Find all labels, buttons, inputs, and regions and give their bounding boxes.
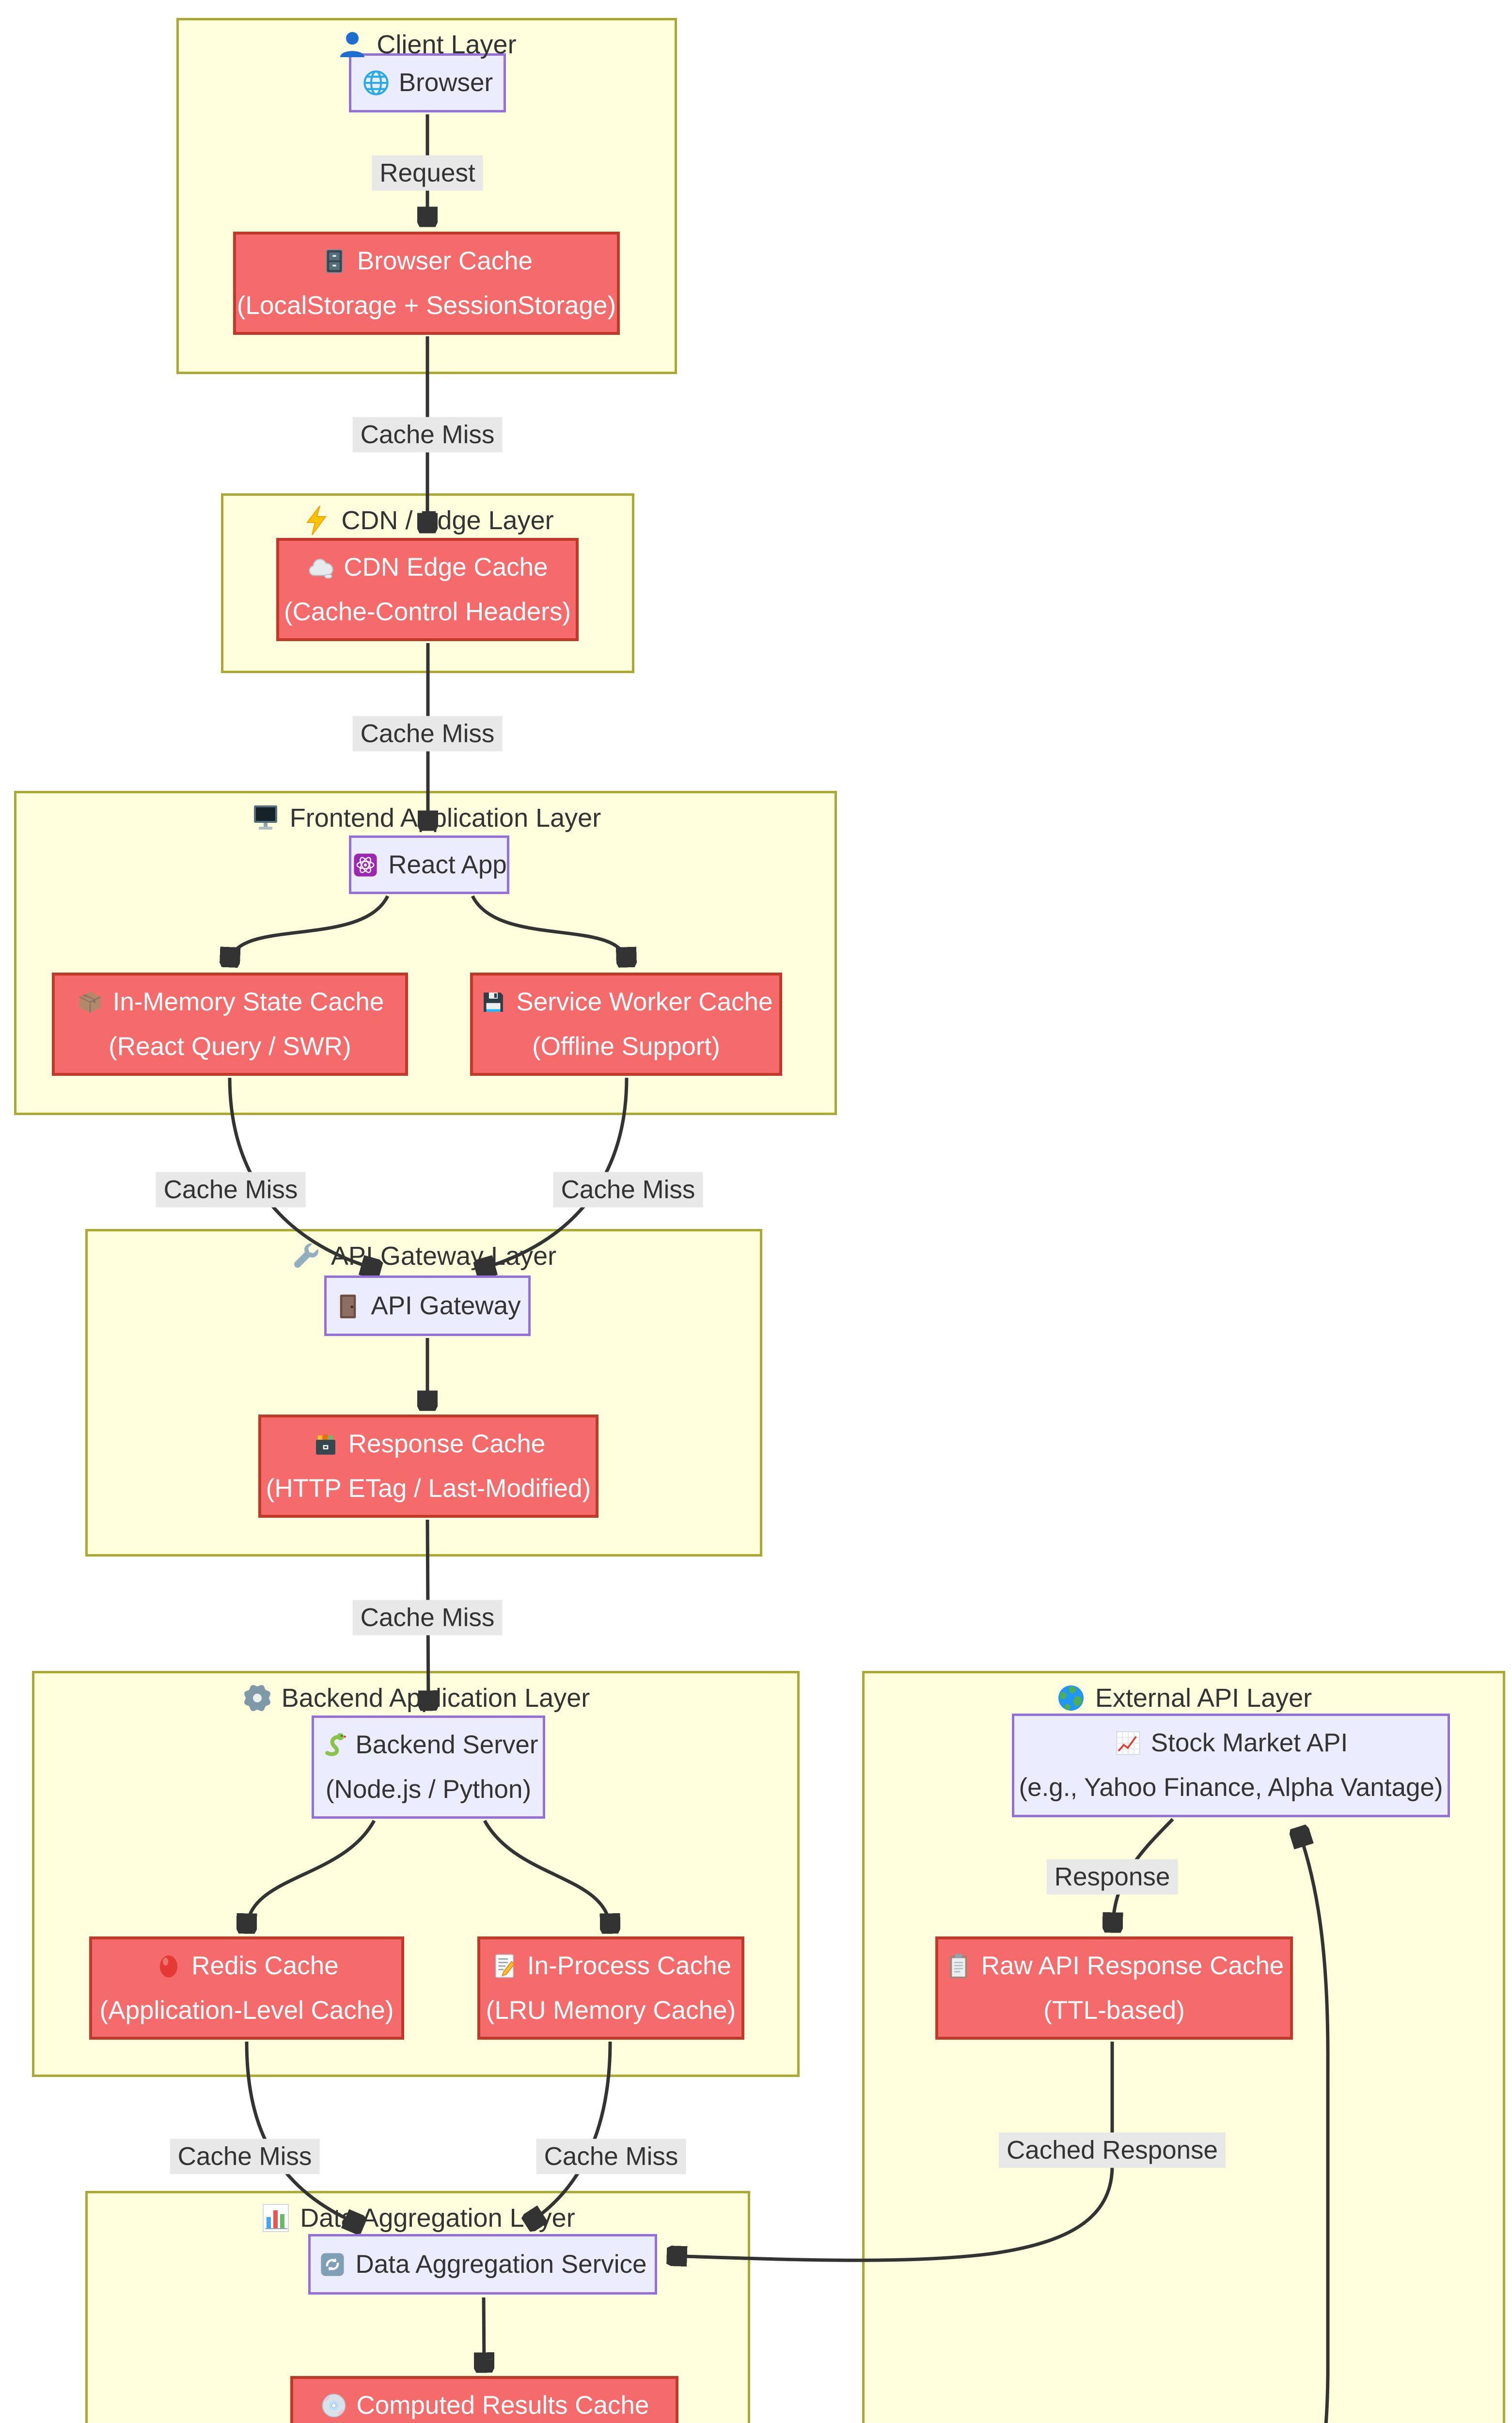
node-react-app: React App: [349, 835, 509, 894]
edge-label-cache-miss-2: Cache Miss: [352, 716, 503, 752]
edge-label-cache-miss-1: Cache Miss: [352, 417, 503, 453]
snake-icon: [318, 1731, 346, 1759]
node-service-worker-cache: Service Worker Cache (Offline Support): [470, 973, 782, 1076]
edge-react-to-service-worker: [471, 895, 627, 964]
node-label: In-Process Cache: [527, 1951, 732, 1980]
edge-backend-to-redis: [247, 1820, 376, 1931]
package-icon: [76, 988, 104, 1016]
node-browser-cache: Browser Cache (LocalStorage + SessionSto…: [233, 232, 620, 335]
node-subtitle: (Offline Support): [532, 1032, 720, 1061]
node-raw-api-response-cache: Raw API Response Cache (TTL-based): [935, 1936, 1293, 2040]
layer-title-backend: Backend Application Layer: [32, 1683, 800, 1714]
memo-icon: [490, 1952, 519, 1980]
node-cdn-edge-cache: CDN Edge Cache (Cache-Control Headers): [276, 538, 579, 641]
edge-rate-limiter-to-stock-api: [1256, 1830, 1330, 2423]
edge-in-process-to-aggregation: [528, 2041, 612, 2223]
layer-title-api-gateway: API Gateway Layer: [85, 1241, 762, 1272]
layer-title-text: External API Layer: [1095, 1684, 1312, 1713]
red-circle-icon: [155, 1952, 183, 1980]
node-label: Browser: [398, 68, 493, 97]
edge-label-cache-miss-7: Cache Miss: [536, 2139, 686, 2174]
gear-icon: [242, 1683, 273, 1714]
node-subtitle: (LocalStorage + SessionStorage): [236, 291, 616, 320]
node-stock-market-api: Stock Market API (e.g., Yahoo Finance, A…: [1012, 1714, 1450, 1817]
earth-globe-icon: [1055, 1683, 1087, 1714]
globe-icon: [362, 69, 390, 97]
node-subtitle: (Cache-Control Headers): [284, 597, 571, 626]
react-icon: [351, 851, 379, 879]
card-file-box-icon: [312, 1430, 340, 1458]
door-icon: [334, 1292, 362, 1320]
layer-title-cdn: CDN / Edge Layer: [221, 505, 634, 536]
node-label: Response Cache: [348, 1429, 546, 1458]
node-redis-cache: Redis Cache (Application-Level Cache): [89, 1936, 404, 2040]
node-label: Browser Cache: [357, 246, 533, 275]
edge-label-cache-miss-3: Cache Miss: [156, 1172, 306, 1208]
edge-label-request: Request: [372, 155, 483, 191]
layer-title-text: API Gateway Layer: [331, 1242, 557, 1271]
layer-title-client: Client Layer: [176, 29, 677, 60]
node-backend-server: Backend Server (Node.js / Python): [312, 1715, 545, 1819]
node-browser: Browser: [349, 53, 506, 112]
layer-title-data-aggregation: Data Aggregation Layer: [85, 2203, 750, 2234]
node-label: Service Worker Cache: [516, 987, 773, 1016]
node-data-aggregation-service: Data Aggregation Service: [308, 2234, 657, 2295]
edge-label-cache-miss-5: Cache Miss: [352, 1600, 503, 1636]
cloud-icon: [307, 553, 335, 582]
layer-title-text: Data Aggregation Layer: [300, 2203, 575, 2233]
node-subtitle: (React Query / SWR): [109, 1032, 351, 1061]
layer-title-text: Backend Application Layer: [281, 1684, 590, 1713]
node-label: Computed Results Cache: [356, 2391, 649, 2420]
node-label: React App: [388, 850, 507, 879]
node-response-cache: Response Cache (HTTP ETag / Last-Modifie…: [258, 1415, 598, 1518]
monitor-icon: [250, 802, 281, 834]
cd-icon: [320, 2392, 348, 2420]
layer-title-text: Client Layer: [377, 30, 517, 59]
node-in-memory-state-cache: In-Memory State Cache (React Query / SWR…: [52, 973, 408, 1076]
edge-redis-to-aggregation: [245, 2041, 361, 2225]
edge-label-cache-miss-6: Cache Miss: [170, 2139, 320, 2174]
node-subtitle: (Application-Level Cache): [99, 1996, 394, 2025]
refresh-icon: [318, 2250, 346, 2279]
node-api-gateway: API Gateway: [324, 1275, 531, 1336]
node-subtitle: (LRU Memory Cache): [486, 1996, 736, 2025]
layer-title-frontend: Frontend Application Layer: [14, 802, 837, 834]
edge-backend-to-in-process: [483, 1820, 610, 1931]
edge-label-response: Response: [1046, 1859, 1178, 1895]
file-cabinet-icon: [320, 247, 348, 275]
layer-title-text: Frontend Application Layer: [289, 803, 601, 833]
node-label: CDN Edge Cache: [344, 552, 548, 582]
edge-raw-cache-to-aggregation: [670, 2042, 1114, 2260]
floppy-disk-icon: [479, 988, 507, 1016]
node-label: In-Memory State Cache: [112, 987, 384, 1016]
node-label: Backend Server: [355, 1730, 538, 1759]
node-subtitle: (TTL-based): [1043, 1996, 1185, 2025]
lightning-icon: [301, 505, 332, 536]
edge-label-cache-miss-4: Cache Miss: [553, 1172, 703, 1208]
bar-chart-icon: [260, 2203, 291, 2234]
edge-label-cached-response: Cached Response: [998, 2132, 1226, 2168]
node-subtitle: (e.g., Yahoo Finance, Alpha Vantage): [1019, 1773, 1443, 1802]
chart-increasing-icon: [1114, 1729, 1142, 1757]
layer-title-external-api: External API Layer: [862, 1683, 1505, 1714]
layer-title-text: CDN / Edge Layer: [341, 506, 554, 535]
node-label: Data Aggregation Service: [355, 2250, 647, 2279]
node-computed-results-cache: Computed Results Cache (Pre-aggregated H…: [290, 2376, 678, 2423]
node-in-process-cache: In-Process Cache (LRU Memory Cache): [477, 1936, 744, 2040]
node-subtitle: (Node.js / Python): [325, 1775, 532, 1804]
user-icon: [337, 29, 368, 60]
node-label: API Gateway: [371, 1291, 521, 1320]
edge-react-to-in-memory: [230, 895, 390, 964]
node-label: Raw API Response Cache: [981, 1951, 1284, 1980]
node-subtitle: (HTTP ETag / Last-Modified): [266, 1474, 591, 1503]
clipboard-icon: [945, 1952, 973, 1980]
wrench-icon: [291, 1241, 322, 1272]
node-label: Stock Market API: [1150, 1729, 1348, 1757]
node-label: Redis Cache: [191, 1951, 339, 1980]
